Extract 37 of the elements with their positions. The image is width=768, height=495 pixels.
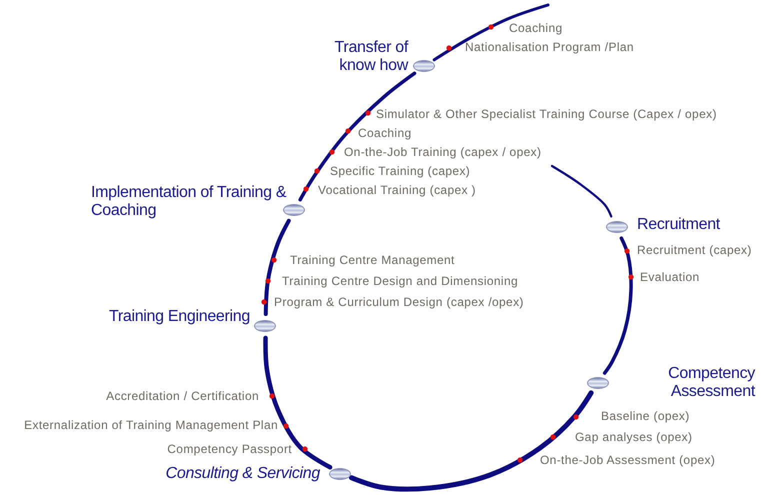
item-label: Vocational Training (capex ) bbox=[318, 183, 476, 197]
stage-marker bbox=[283, 204, 305, 216]
item-label: Specific Training (capex) bbox=[330, 164, 470, 178]
spiral-line bbox=[264, 218, 291, 316]
item-label: Competency Passport bbox=[167, 442, 292, 456]
item-label: Training Centre Management bbox=[290, 253, 455, 267]
item-label: Training Centre Design and Dimensioning bbox=[282, 274, 518, 288]
spiral-line bbox=[602, 236, 633, 375]
spiral-line bbox=[432, 4, 550, 62]
spiral-line bbox=[348, 390, 594, 492]
stage-heading: Training Engineering bbox=[108, 308, 250, 326]
item-label: Simulator & Other Specialist Training Course (Capex / opex) bbox=[376, 107, 717, 121]
stage-heading: Transfer of know how bbox=[334, 39, 408, 75]
item-label: Coaching bbox=[509, 21, 563, 35]
spiral-line bbox=[550, 164, 612, 218]
spiral-line bbox=[298, 72, 416, 202]
stage-heading: Recruitment bbox=[637, 216, 722, 234]
stage-heading: Implementation of Training & Coaching bbox=[91, 184, 288, 220]
item-label: Accreditation / Certification bbox=[106, 389, 259, 403]
item-label: Nationalisation Program /Plan bbox=[465, 40, 634, 54]
item-label: Evaluation bbox=[640, 270, 700, 284]
item-label: Gap analyses (opex) bbox=[575, 430, 692, 444]
item-label: Baseline (opex) bbox=[601, 409, 690, 423]
item-label: Coaching bbox=[358, 126, 412, 140]
stage-marker bbox=[254, 320, 276, 332]
stage-marker bbox=[329, 468, 351, 480]
stage-heading: Competency Assessment bbox=[667, 365, 755, 401]
spiral-line bbox=[263, 336, 332, 470]
stage-marker bbox=[413, 60, 435, 72]
stage-marker bbox=[587, 377, 609, 389]
stage-heading: Consulting & Servicing bbox=[164, 465, 320, 483]
item-label: Recruitment (capex) bbox=[637, 243, 752, 257]
item-label: Externalization of Training Management Plan bbox=[24, 418, 278, 432]
stage-marker bbox=[606, 221, 628, 233]
item-label: Program & Curriculum Design (capex /opex) bbox=[274, 295, 524, 309]
item-label: On-the-Job Assessment (opex) bbox=[540, 453, 716, 467]
item-label: On-the-Job Training (capex / opex) bbox=[344, 145, 542, 159]
